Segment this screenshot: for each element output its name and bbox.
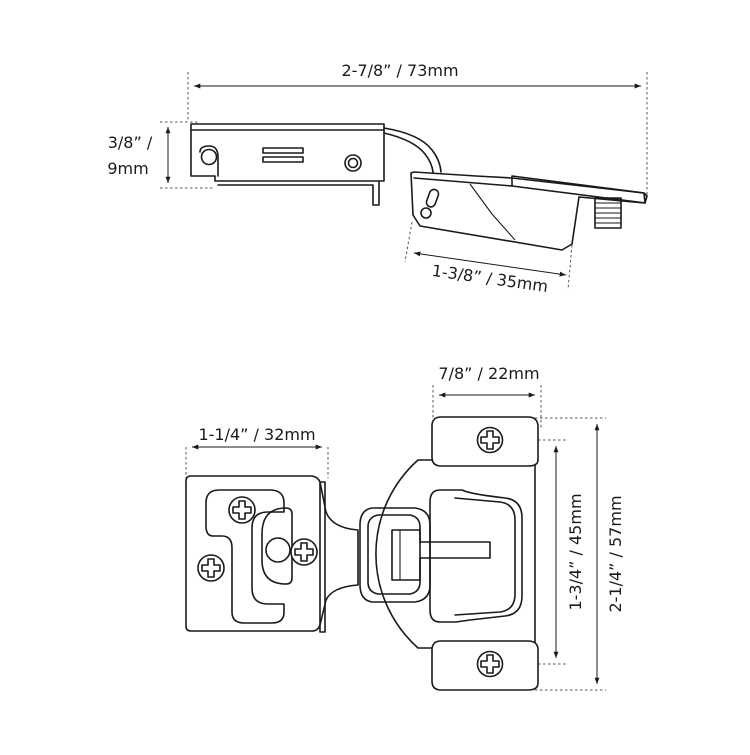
arm-screw-top-icon (228, 496, 256, 524)
thickness-label-line1: 3/8” / (108, 133, 153, 152)
cup-inner-wall (429, 489, 523, 623)
side-hinge-arm (190, 123, 442, 206)
cup-hinge-knuckle (359, 507, 431, 603)
cup-width-label: 1-3/8” / 35mm (431, 261, 550, 296)
adjust-slot-top (262, 147, 304, 154)
cup-screw-bottom-icon (476, 650, 504, 678)
cup-slot (425, 188, 440, 208)
adjust-screw-outer (344, 154, 362, 172)
cup-inner-rim (454, 497, 516, 616)
arm-body (190, 123, 385, 182)
thickness-label-line2: 9mm (107, 159, 148, 178)
extension-line-cup-left (404, 221, 413, 263)
adjust-screw-inner (347, 157, 359, 169)
overall-width-label: 2-7/8” / 73mm (341, 61, 458, 80)
adjust-slot-bottom (262, 156, 304, 163)
arm-plate-cam (265, 537, 291, 563)
cup-outline (375, 459, 536, 649)
cup-depth-label: 7/8” / 22mm (438, 364, 539, 383)
arm-end-curl (199, 145, 219, 177)
arm-width-label: 1-1/4” / 32mm (198, 425, 315, 444)
cup-width-dimension-line (413, 251, 567, 277)
cup-knuckle-inner (367, 514, 421, 595)
top-hinge-arm (185, 475, 359, 633)
screw-spacing-label: 1-3/4” / 45mm (566, 493, 585, 610)
cup-screw-top-icon (476, 426, 504, 454)
spring-wire-inner (383, 132, 434, 173)
arm-plate-outline (185, 475, 359, 632)
top-hinge-cup (359, 416, 539, 691)
extension-line-cup-right (567, 244, 573, 291)
cup-side-contour (469, 183, 516, 241)
plate-height-label: 2-1/4” / 57mm (606, 495, 625, 612)
arm-screw-adjust-icon (290, 538, 318, 566)
arm-plate-cam-recess (261, 507, 293, 585)
arm-plate-edge (319, 481, 326, 633)
cup-dowel-threads (595, 202, 621, 224)
cup-link-arm (391, 529, 491, 581)
arm-pivot-hole (200, 148, 218, 166)
side-view: 2-7/8” / 73mm 3/8” / 9mm 1-3/8” / 35mm (107, 61, 648, 296)
cup-rim-line (413, 177, 513, 187)
arm-lower-flange (217, 181, 380, 206)
spring-wire-outer (383, 127, 442, 173)
cup-arm-bar (511, 175, 646, 204)
arm-screw-left-icon (197, 554, 225, 582)
top-view: 7/8” / 22mm 1-1/4” / 32mm 1-3/4” / 45mm … (185, 364, 625, 691)
cup-body (410, 171, 648, 251)
arm-plate-cutout (205, 489, 285, 624)
side-hinge-cup (410, 171, 648, 251)
cup-rivet-hole (420, 207, 432, 219)
